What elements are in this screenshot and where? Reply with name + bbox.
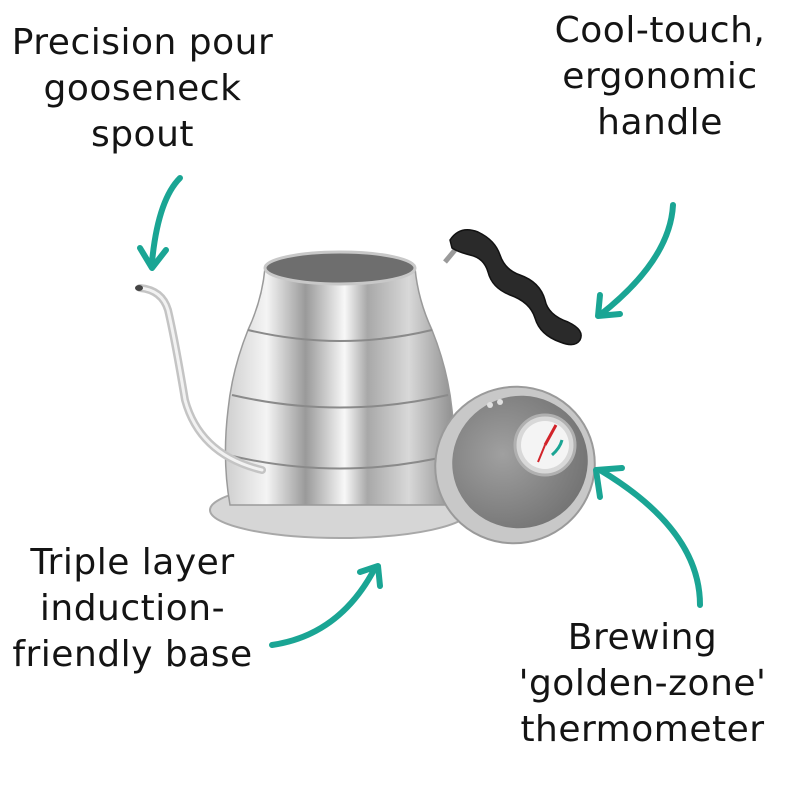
- kettle-opening: [263, 250, 417, 286]
- arrow-thermometer-icon: [597, 467, 703, 608]
- ergonomic-handle: [449, 229, 582, 346]
- annotation-line: Brewing: [567, 617, 718, 658]
- annotation-line: gooseneck: [43, 68, 242, 109]
- annotation-line: 'golden-zone': [518, 663, 767, 704]
- arrow-spout-icon: [149, 175, 183, 265]
- annotation-line: Precision pour: [11, 22, 274, 63]
- annotation-line: Triple layer: [30, 542, 235, 583]
- annotation-line: handle: [597, 102, 723, 143]
- arrow-base-icon: [269, 565, 378, 648]
- annotation-handle: Cool-touch, ergonomic handle: [535, 8, 785, 146]
- annotation-line: spout: [90, 114, 195, 155]
- annotation-line: Cool-touch,: [554, 10, 766, 51]
- annotation-line: ergonomic: [562, 56, 758, 97]
- annotation-base: Triple layer induction- friendly base: [0, 540, 265, 678]
- annotation-thermometer: Brewing 'golden-zone' thermometer: [500, 615, 785, 753]
- annotation-line: friendly base: [12, 634, 253, 675]
- thermometer-needle: [543, 424, 558, 446]
- arrow-handle-icon: [597, 202, 676, 318]
- annotation-line: induction-: [39, 588, 226, 629]
- annotation-line: thermometer: [520, 709, 765, 750]
- annotation-spout: Precision pour gooseneck spout: [0, 20, 285, 158]
